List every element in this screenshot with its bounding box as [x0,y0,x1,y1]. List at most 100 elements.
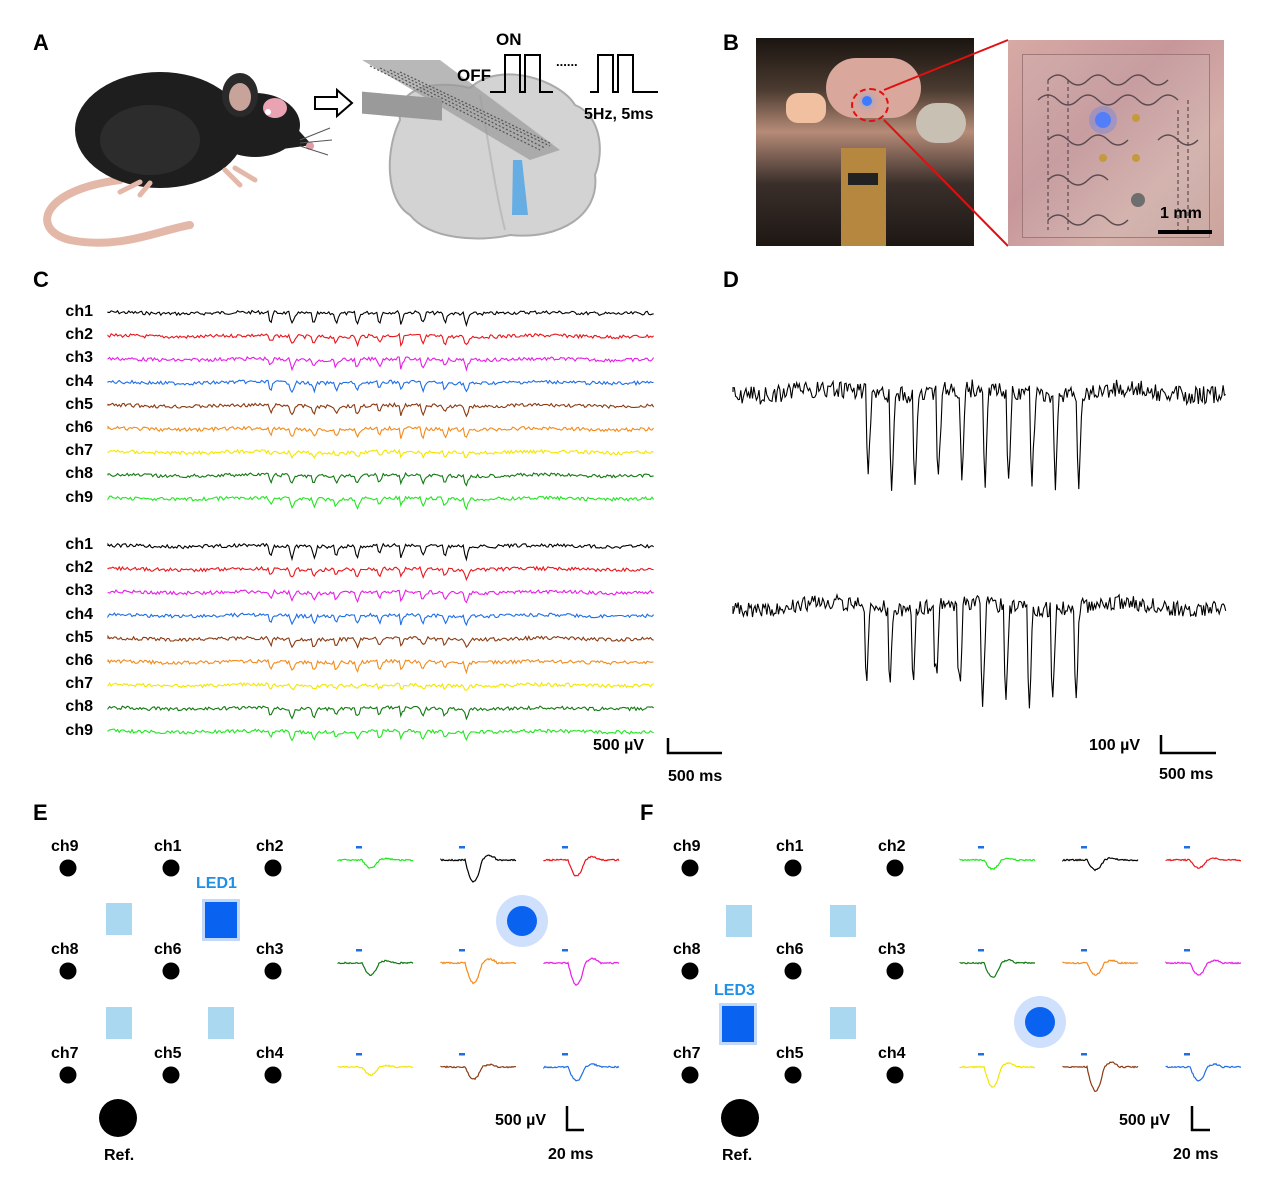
f-scale-voltage: 500 µV [1119,1112,1171,1129]
pulse-train [490,54,658,93]
c-block1-trace-ch2 [107,332,654,348]
panelF-stim-marker-ch6 [1081,949,1087,952]
c-block2-label-ch3: ch3 [65,582,93,600]
c-block2-trace-ch9 [107,728,654,742]
mouse-tail [43,176,194,247]
panelF-stim-marker-ch3 [1184,949,1190,952]
c-block2-label-ch4: ch4 [65,605,93,623]
panelE-stim-marker-ch3 [562,949,568,952]
panelE-stim-marker-ch8 [356,949,362,952]
panelE-waveform-ch7 [337,1064,414,1077]
scale-bar-mm-label: 1 mm [1160,205,1202,222]
panelE-electrode-label-ch4: ch4 [256,1045,284,1062]
panelF-waveform-ch9 [959,857,1036,871]
panelF-electrode-ch3 [886,962,904,980]
panel-label-d: D [723,267,739,292]
stim-frequency-label: 5Hz, 5ms [584,106,654,123]
c-block1-label-ch7: ch7 [65,442,93,460]
panelF-electrode-ch9 [681,859,699,877]
panelF-waveform-ch5 [1062,1061,1139,1093]
panel-label-c: C [33,267,49,292]
pulse-dots: ...... [556,54,578,69]
c-block2-trace-ch2 [107,565,654,582]
panelE-electrode-label-ch3: ch3 [256,941,284,958]
panelF-active-led [722,1006,754,1042]
f-scale-bar [1190,1106,1210,1132]
panelE-waveform-ch1 [440,854,517,883]
panelE-electrode-ch1 [162,859,180,877]
panelF-waveform-ch8 [959,958,1036,978]
panelE-electrode-ch5 [162,1066,180,1084]
c-block2-label-ch7: ch7 [65,675,93,693]
c-scale-time: 500 ms [668,768,723,785]
c-block1-trace-ch9 [107,495,655,511]
panelF-electrode-label-ch7: ch7 [673,1045,701,1062]
panel-label-f: F [640,800,654,825]
panel-label-e: E [33,800,48,825]
panelE-stim-marker-ch1 [459,846,465,849]
d-scale-bar [1159,735,1216,755]
c-block2-trace-ch6 [107,658,654,675]
panelE-led-site-3 [208,1007,234,1039]
panelE-electrode-ch2 [264,859,282,877]
panel-label-b: B [723,30,739,55]
c-block1-trace-ch6 [107,425,655,440]
panelE-waveform-ch3 [543,957,620,986]
panelF-electrode-ch7 [681,1066,699,1084]
c-block2-trace-ch5 [107,634,654,649]
panelF-waveform-ch7 [959,1062,1036,1088]
panelE-electrode-ch9 [59,859,77,877]
probe-closeup-photo [1008,40,1224,246]
panelE-electrode-ch8 [59,962,77,980]
panelE-electrode-label-ch9: ch9 [51,838,79,855]
panelF-waveform-ch3 [1165,959,1241,976]
panelE-waveform-ch9 [337,857,414,869]
led3-label: LED3 [714,982,755,999]
panelF-led-site-1 [726,905,752,937]
panelF-stim-marker-ch9 [978,846,984,849]
panelE-electrode-label-ch2: ch2 [256,838,284,855]
panelF-electrode-ch5 [784,1066,802,1084]
panelE-stim-marker-ch9 [356,846,362,849]
panelE-stim-marker-ch7 [356,1053,362,1056]
panelE-electrode-label-ch7: ch7 [51,1045,79,1062]
panelF-stim-marker-ch7 [978,1053,984,1056]
panelE-electrode-ch4 [264,1066,282,1084]
c-block1-label-ch2: ch2 [65,326,93,344]
panelF-electrode-ch8 [681,962,699,980]
panelF-electrode-label-ch9: ch9 [673,838,701,855]
c-block2-label-ch1: ch1 [65,536,93,553]
panelE-led-site-1 [106,903,132,935]
e-ref-label: Ref. [104,1147,135,1164]
c-block2-label-ch8: ch8 [65,698,93,716]
pulse-off-label: OFF [457,66,491,85]
panelF-electrode-ch2 [886,859,904,877]
panelE-electrode-ch6 [162,962,180,980]
d-trace-top [732,379,1226,491]
c-block1-label-ch9: ch9 [65,488,93,506]
c-block1-label-ch1: ch1 [65,303,93,320]
pulse-on-label: ON [496,30,522,49]
d-scale-time: 500 ms [1159,766,1214,783]
panel-label-a: A [33,30,49,55]
f-ref-label: Ref. [722,1147,753,1164]
panelF-waveform-ch6 [1062,959,1139,976]
panelF-ref-electrode [721,1099,759,1137]
panelF-led-site-3 [830,1007,856,1039]
panelE-led-site-2 [106,1007,132,1039]
panelF-light-spot [1025,1007,1055,1037]
panelF-electrode-label-ch6: ch6 [776,941,804,958]
d-scale-voltage: 100 µV [1089,737,1141,754]
e-scale-time: 20 ms [548,1146,594,1163]
panelF-stim-marker-ch8 [978,949,984,952]
surgery-photo [756,38,974,246]
panelF-electrode-ch1 [784,859,802,877]
panelF-waveform-ch2 [1165,857,1242,870]
panelF-electrode-label-ch3: ch3 [878,941,906,958]
panelE-electrode-ch3 [264,962,282,980]
arrow-icon [314,87,354,119]
f-scale-time: 20 ms [1173,1146,1219,1163]
